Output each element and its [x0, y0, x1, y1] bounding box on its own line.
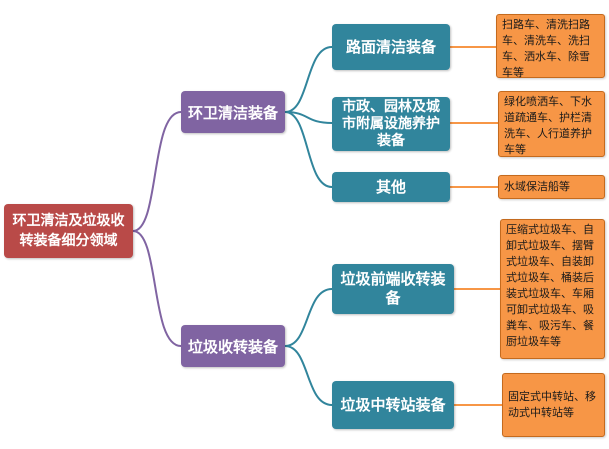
- detail-municipal-maintenance: 绿化喷洒车、下水道疏通车、护栏清洗车、人行道养护车等: [498, 91, 605, 157]
- branch-label: 垃圾收转装备: [187, 337, 278, 356]
- detail-text: 压缩式垃圾车、自卸式垃圾车、摆臂式垃圾车、自装卸式垃圾车、桶装后装式垃圾车、车厢…: [506, 223, 594, 348]
- category-road-cleaning: 路面清洁装备: [332, 24, 450, 70]
- detail-text: 绿化喷洒车、下水道疏通车、护栏清洗车、人行道养护车等: [504, 95, 592, 156]
- category-label: 路面清洁装备: [345, 37, 436, 56]
- category-front-collection: 垃圾前端收转装备: [332, 264, 454, 314]
- detail-other: 水域保洁船等: [498, 175, 605, 199]
- connector-root-env: [132, 111, 182, 232]
- detail-front-collection: 压缩式垃圾车、自卸式垃圾车、摆臂式垃圾车、自装卸式垃圾车、桶装后装式垃圾车、车厢…: [500, 219, 605, 359]
- category-label: 垃圾中转站装备: [340, 395, 446, 414]
- connector-waste-transfer: [284, 345, 333, 406]
- connector-env-road: [284, 46, 333, 113]
- category-transfer-station: 垃圾中转站装备: [332, 381, 454, 429]
- category-label: 垃圾前端收转装备: [340, 270, 446, 307]
- root-label: 环卫清洁及垃圾收转装备细分领域: [12, 213, 125, 249]
- connector-env-other: [284, 111, 333, 188]
- connector-env-municipal: [284, 111, 333, 124]
- branch-env-cleaning: 环卫清洁装备: [181, 91, 285, 133]
- detail-text: 水域保洁船等: [504, 180, 570, 193]
- root-node: 环卫清洁及垃圾收转装备细分领域: [4, 204, 133, 258]
- category-label: 市政、园林及城市附属设施养护装备: [342, 98, 440, 149]
- detail-transfer-station: 固定式中转站、移动式中转站等: [502, 373, 605, 437]
- connector-root-waste: [132, 230, 182, 347]
- detail-road-cleaning: 扫路车、清洗扫路车、清洗车、洗扫车、洒水车、除雪车等: [496, 14, 605, 79]
- category-label: 其他: [375, 177, 406, 196]
- category-other: 其他: [332, 172, 450, 202]
- branch-waste-transfer: 垃圾收转装备: [181, 325, 285, 367]
- branch-label: 环卫清洁装备: [187, 103, 278, 122]
- category-municipal-maintenance: 市政、园林及城市附属设施养护装备: [332, 97, 450, 151]
- detail-text: 固定式中转站、移动式中转站等: [508, 390, 596, 419]
- connector-waste-front: [284, 288, 333, 347]
- detail-text: 扫路车、清洗扫路车、清洗车、洗扫车、洒水车、除雪车等: [502, 18, 590, 79]
